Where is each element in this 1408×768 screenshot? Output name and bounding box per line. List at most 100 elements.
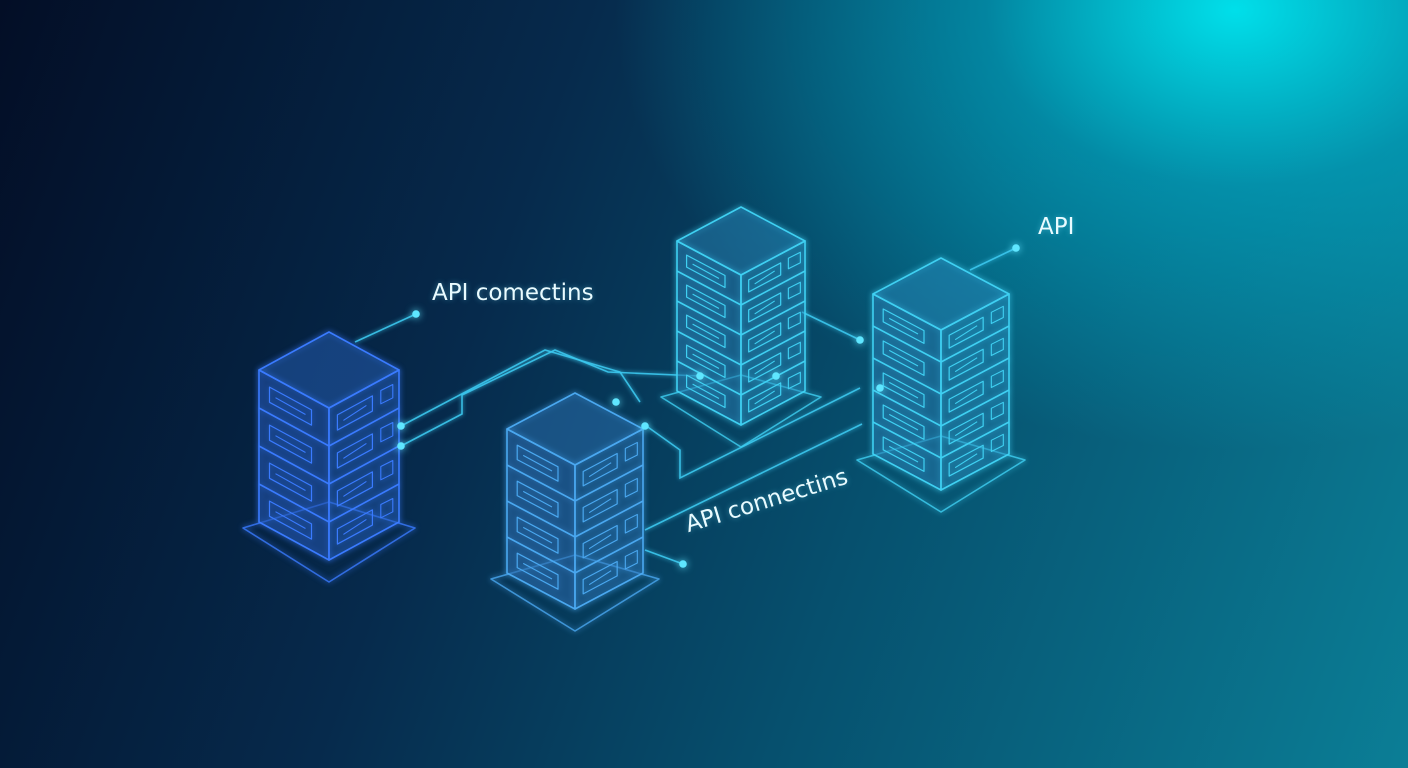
- slot-line: [954, 453, 978, 469]
- indicator-light: [990, 401, 1004, 421]
- top-face: [258, 331, 400, 409]
- drive-slot: [748, 262, 782, 293]
- slot-line: [888, 445, 919, 463]
- drive-slot: [748, 382, 782, 413]
- indicator-light: [787, 251, 801, 270]
- indicator-light: [380, 383, 394, 405]
- unit-divider: [258, 407, 400, 447]
- slot-line: [588, 498, 612, 514]
- server-stack-top: [660, 206, 822, 448]
- connector-lines: [354, 247, 1017, 565]
- indicator-light: [624, 441, 638, 462]
- indicator-light: [380, 497, 394, 519]
- slot-line: [954, 325, 978, 341]
- indicator-light: [624, 477, 638, 498]
- slot-line: [522, 562, 553, 580]
- drive-slot: [516, 552, 559, 590]
- slot-line: [888, 381, 919, 399]
- unit-divider: [506, 464, 644, 502]
- drive-slot: [948, 412, 984, 445]
- drive-slot: [582, 452, 618, 487]
- slot-line: [692, 383, 720, 399]
- slot-line: [522, 454, 553, 472]
- slot-line: [754, 300, 775, 315]
- connector-dot: [397, 442, 405, 450]
- slot-line: [588, 462, 612, 478]
- connector-dot: [612, 398, 620, 406]
- slot-line: [343, 404, 367, 421]
- connector-dots: [397, 244, 1020, 568]
- drive-slot: [336, 509, 373, 545]
- unit-divider: [676, 360, 806, 396]
- api-label-top: API: [1038, 214, 1075, 240]
- connector-dot: [397, 422, 405, 430]
- slot-line: [954, 421, 978, 437]
- drive-slot: [948, 444, 984, 477]
- slot-line: [754, 270, 775, 285]
- connector-line: [801, 311, 861, 341]
- slot-line: [588, 534, 612, 550]
- indicator-light: [990, 337, 1004, 357]
- drive-slot: [882, 340, 925, 376]
- drive-slot: [516, 516, 559, 554]
- drive-slot: [582, 524, 618, 559]
- slot-line: [522, 490, 553, 508]
- drive-slot: [882, 436, 925, 472]
- indicator-light: [624, 513, 638, 534]
- slot-line: [692, 293, 720, 309]
- drive-slot: [268, 424, 313, 464]
- connector-line: [644, 387, 861, 480]
- indicator-light: [624, 549, 638, 570]
- unit-divider: [258, 483, 400, 523]
- base-plate: [660, 374, 822, 448]
- slot-line: [692, 263, 720, 279]
- slot-line: [522, 526, 553, 544]
- connector-dot: [876, 384, 884, 392]
- connector-dot: [772, 372, 780, 380]
- drive-slot: [268, 386, 313, 426]
- drive-slot: [948, 348, 984, 381]
- drive-slot: [685, 344, 726, 379]
- drive-slot: [516, 444, 559, 482]
- slot-line: [275, 435, 306, 453]
- slot-line: [275, 397, 306, 415]
- slot-line: [954, 389, 978, 405]
- slot-line: [343, 442, 367, 459]
- slot-line: [888, 317, 919, 335]
- unit-divider: [872, 325, 1010, 363]
- connector-dot: [412, 310, 420, 318]
- unit-divider: [676, 270, 806, 306]
- unit-divider: [676, 300, 806, 336]
- indicator-light: [380, 421, 394, 443]
- drive-slot: [948, 316, 984, 349]
- server-stack-left: [242, 331, 416, 583]
- slot-line: [754, 330, 775, 345]
- indicator-light: [787, 311, 801, 330]
- indicator-light: [787, 371, 801, 390]
- drive-slot: [685, 374, 726, 409]
- drive-slot: [748, 352, 782, 383]
- slot-line: [754, 360, 775, 375]
- base-plate: [242, 501, 416, 583]
- drive-slot: [685, 254, 726, 289]
- drive-slot: [748, 292, 782, 323]
- drive-slot: [685, 314, 726, 349]
- indicator-light: [990, 369, 1004, 389]
- unit-divider: [872, 389, 1010, 427]
- connector-line: [969, 247, 1017, 271]
- drive-slot: [882, 308, 925, 344]
- indicator-light: [990, 433, 1004, 453]
- drive-slot: [748, 322, 782, 353]
- slot-line: [275, 511, 306, 529]
- server-stack-right: [856, 257, 1026, 513]
- drive-slot: [948, 380, 984, 413]
- slot-line: [754, 390, 775, 405]
- unit-divider: [676, 330, 806, 366]
- slot-line: [343, 518, 367, 535]
- drive-slot: [268, 500, 313, 540]
- connector-dot: [1012, 244, 1020, 252]
- slot-line: [343, 480, 367, 497]
- drive-slot: [336, 471, 373, 507]
- drive-slot: [882, 372, 925, 408]
